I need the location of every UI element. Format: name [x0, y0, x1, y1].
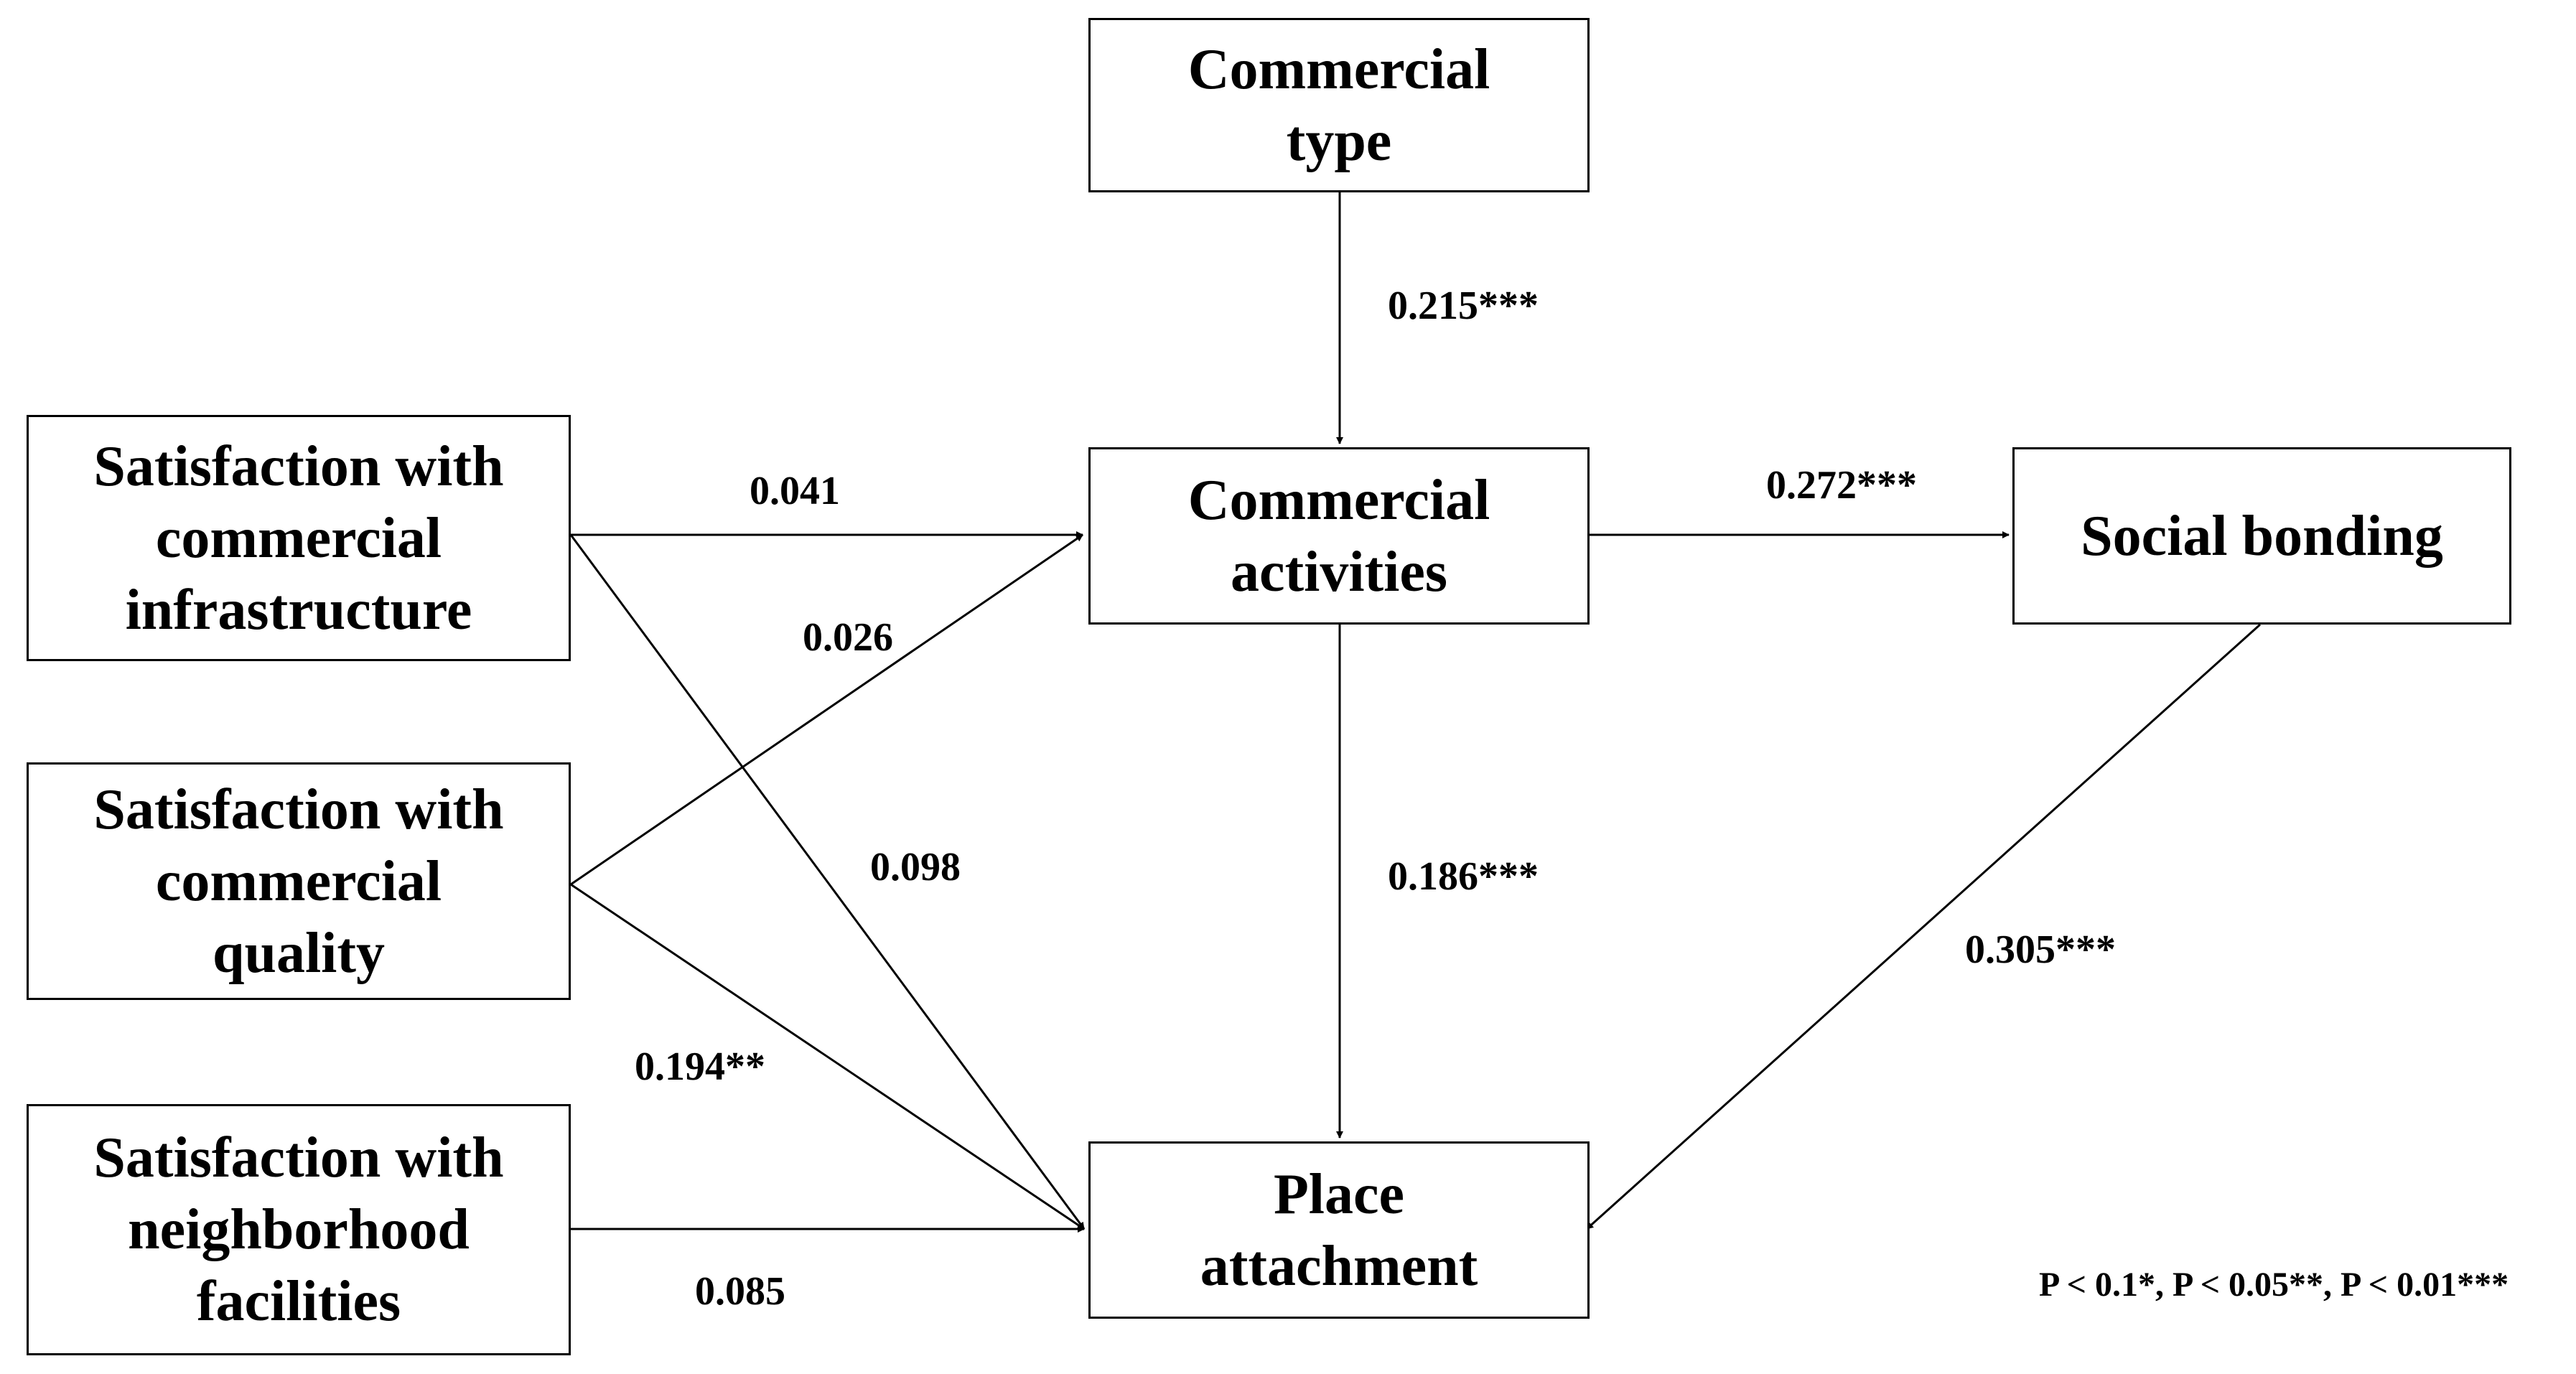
- node-place-attachment-label: Place attachment: [1200, 1162, 1478, 1298]
- coef-quality-to-activities: 0.026: [803, 615, 893, 660]
- arrow-social-to-place: [1585, 623, 2262, 1230]
- significance-note: P < 0.1*, P < 0.05**, P < 0.01***: [2039, 1266, 2509, 1304]
- coef-quality-to-place: 0.194**: [635, 1044, 765, 1089]
- node-satisfaction-quality-label: Satisfaction with commercial quality: [93, 777, 504, 985]
- node-commercial-activities: Commercial activities: [1088, 447, 1590, 625]
- node-satisfaction-facilities: Satisfaction with neighborhood facilitie…: [27, 1104, 571, 1355]
- node-social-bonding: Social bonding: [2012, 447, 2511, 625]
- node-social-bonding-label: Social bonding: [2081, 504, 2443, 568]
- node-satisfaction-facilities-label: Satisfaction with neighborhood facilitie…: [93, 1126, 504, 1333]
- node-satisfaction-quality: Satisfaction with commercial quality: [27, 762, 571, 1000]
- coef-activities-to-place: 0.186***: [1388, 854, 1539, 899]
- coef-social-to-place: 0.305***: [1965, 927, 2116, 972]
- node-commercial-type: Commercial type: [1088, 18, 1590, 192]
- node-commercial-activities-label: Commercial activities: [1187, 468, 1490, 604]
- coef-infrastructure-to-place: 0.098: [870, 845, 961, 889]
- coef-facilities-to-place: 0.085: [695, 1269, 785, 1314]
- arrow-quality-to-place: [570, 883, 1085, 1230]
- coef-infrastructure-to-activities: 0.041: [750, 469, 840, 513]
- coef-type-to-activities: 0.215***: [1388, 284, 1539, 328]
- arrow-quality-to-activities: [570, 533, 1083, 886]
- arrow-infrastructure-to-place: [569, 534, 1086, 1230]
- node-satisfaction-infrastructure: Satisfaction with commercial infrastruct…: [27, 415, 571, 661]
- node-place-attachment: Place attachment: [1088, 1141, 1590, 1319]
- node-commercial-type-label: Commercial type: [1187, 37, 1490, 173]
- node-satisfaction-infrastructure-label: Satisfaction with commercial infrastruct…: [93, 434, 504, 642]
- coef-activities-to-social: 0.272***: [1766, 463, 1917, 508]
